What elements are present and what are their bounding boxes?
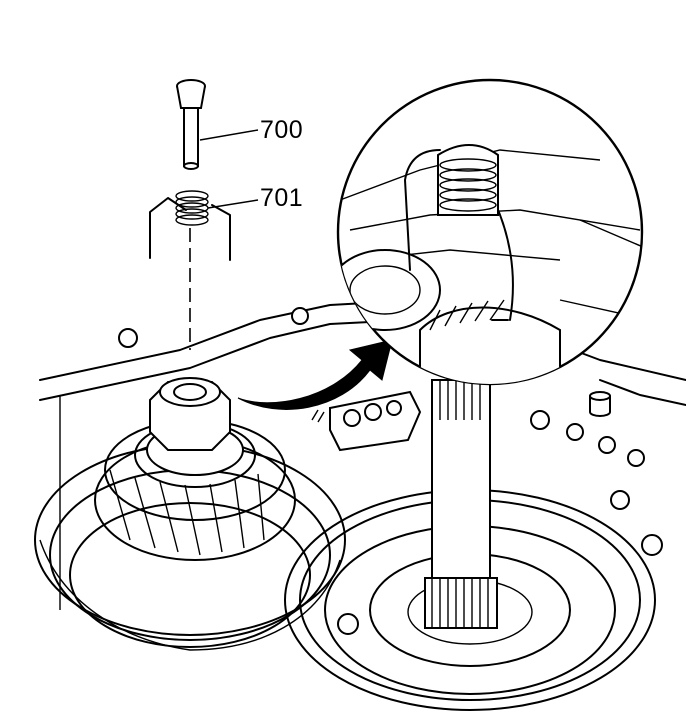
shaft-nut [149,377,231,451]
zoom-detail-circle [336,78,644,386]
case-bracket [311,390,422,452]
callout-700: 700 [260,116,304,144]
output-shaft [424,379,498,629]
tool-701-clip [149,190,259,261]
left-gear-stack [34,419,346,651]
detail-arrow [237,339,393,410]
tool-700-pin [176,79,259,170]
helical-teeth [109,469,265,556]
transmission-case [39,299,686,635]
callout-701: 701 [260,184,304,212]
